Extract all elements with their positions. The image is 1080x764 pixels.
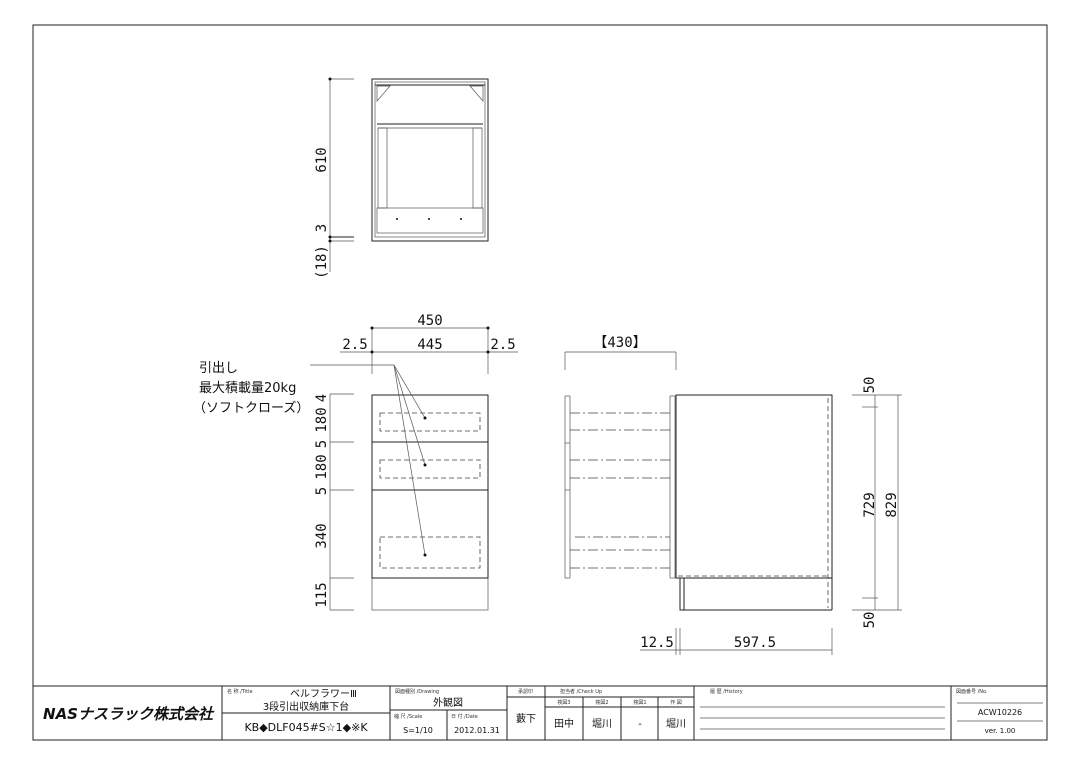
history-label: 履 歴 /History [710, 689, 743, 695]
drawn-by: 堀川 [666, 718, 686, 730]
check1-label: 検図1 [633, 699, 646, 706]
product-name: 3段引出収納庫下台 [263, 700, 349, 713]
dim-gap1: 5 [314, 440, 330, 448]
dim-top: 4 [314, 394, 330, 402]
dim-base: (18) [314, 245, 330, 279]
checkup-label: 担当者 /Check Up [560, 688, 602, 695]
check3: 田中 [554, 717, 574, 730]
date: 2012.01.31 [454, 726, 500, 735]
check2: 堀川 [592, 718, 612, 730]
dim-total-height: 829 [884, 492, 900, 517]
dim-depth: 610 [314, 147, 330, 172]
drawer-note-1: 引出し [199, 361, 238, 376]
check1: - [638, 719, 642, 730]
side-view: 【430】 50 729 829 50 12.5 597.5 [564, 335, 902, 655]
date-label: 日 付 /Date [451, 713, 478, 720]
title-label: 名 称 /Title [227, 688, 253, 695]
dim-drawer-extension: 【430】 [593, 335, 646, 351]
model-code: KB◆DLF045#S☆1◆※K [244, 721, 368, 734]
top-view: 610 3 (18) [314, 77, 489, 279]
dim-drawer3: 340 [314, 523, 330, 548]
drawn-label: 作 図 [670, 699, 682, 706]
dim-front-offset: 12.5 [640, 635, 674, 651]
dim-top-offset: 50 [862, 377, 878, 394]
scale: S=1/10 [403, 726, 433, 735]
title-block: NASナスラック株式会社 名 称 /Title ベルフラワーⅢ 3段引出収納庫下… [32, 685, 1048, 741]
check3-label: 検図3 [557, 699, 570, 706]
dim-gap2: 5 [314, 487, 330, 495]
dim-left-gap: 2.5 [342, 337, 367, 353]
approval-label: 承認印 [518, 688, 533, 695]
check2-label: 検図2 [595, 699, 608, 706]
dim-inner-width: 445 [417, 337, 442, 353]
version: ver. 1.00 [985, 727, 1016, 735]
number-label: 図面番号 /No. [956, 688, 988, 695]
dim-right-gap: 2.5 [490, 337, 515, 353]
dim-overall-width: 450 [417, 313, 442, 329]
drawing-label: 図面種別 /Drawing [395, 688, 439, 695]
dim-drawer1: 180 [314, 407, 330, 432]
dim-plinth: 115 [314, 582, 330, 607]
drawer-note-2: 最大積載量20kg [199, 381, 296, 396]
approver: 藪下 [516, 712, 536, 725]
drawer-note-3: （ソフトクローズ） [193, 400, 309, 416]
sheet-border [32, 24, 1048, 741]
dim-bottom-offset: 50 [862, 612, 878, 629]
drawing-number: ACW10226 [978, 708, 1022, 717]
dim-gap: 3 [314, 224, 330, 232]
drawing-type: 外観図 [433, 696, 463, 709]
dim-depth-side: 597.5 [734, 635, 776, 651]
company-logo: NASナスラック株式会社 [43, 705, 215, 723]
front-view: 引出し 最大積載量20kg （ソフトクローズ） 450 445 2.5 2.5 … [193, 313, 518, 611]
scale-label: 縮 尺 /Scale [394, 713, 422, 720]
product-series: ベルフラワーⅢ [290, 688, 357, 700]
dim-body-height: 729 [862, 492, 878, 517]
dim-drawer2: 180 [314, 454, 330, 479]
